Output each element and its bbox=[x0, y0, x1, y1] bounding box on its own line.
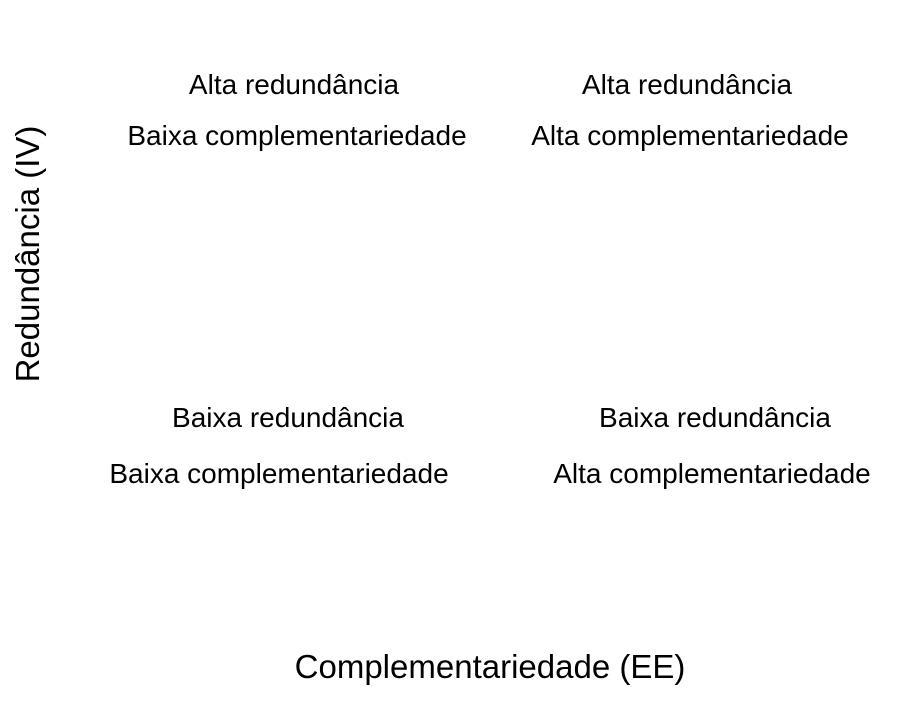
x-axis-title: Complementariedade (EE) bbox=[294, 648, 686, 685]
quadrant-top-right-complementarity-label: Alta complementariedade bbox=[531, 120, 849, 151]
quadrant-bottom-right-redundancy-label: Baixa redundância bbox=[599, 402, 831, 433]
quadrant-bottom-left-complementarity-label: Baixa complementariedade bbox=[109, 458, 449, 489]
quadrant-top-left-redundancy-label: Alta redundância bbox=[188, 69, 400, 100]
y-axis-title: Redundância (IV) bbox=[9, 125, 46, 383]
quadrant-top-right-redundancy-label: Alta redundância bbox=[581, 69, 793, 100]
quadrant-top-left-complementarity-label: Baixa complementariedade bbox=[127, 120, 467, 151]
quadrant-bottom-right-complementarity-label: Alta complementariedade bbox=[553, 458, 871, 489]
quadrant-bottom-left-redundancy-label: Baixa redundância bbox=[172, 402, 404, 433]
